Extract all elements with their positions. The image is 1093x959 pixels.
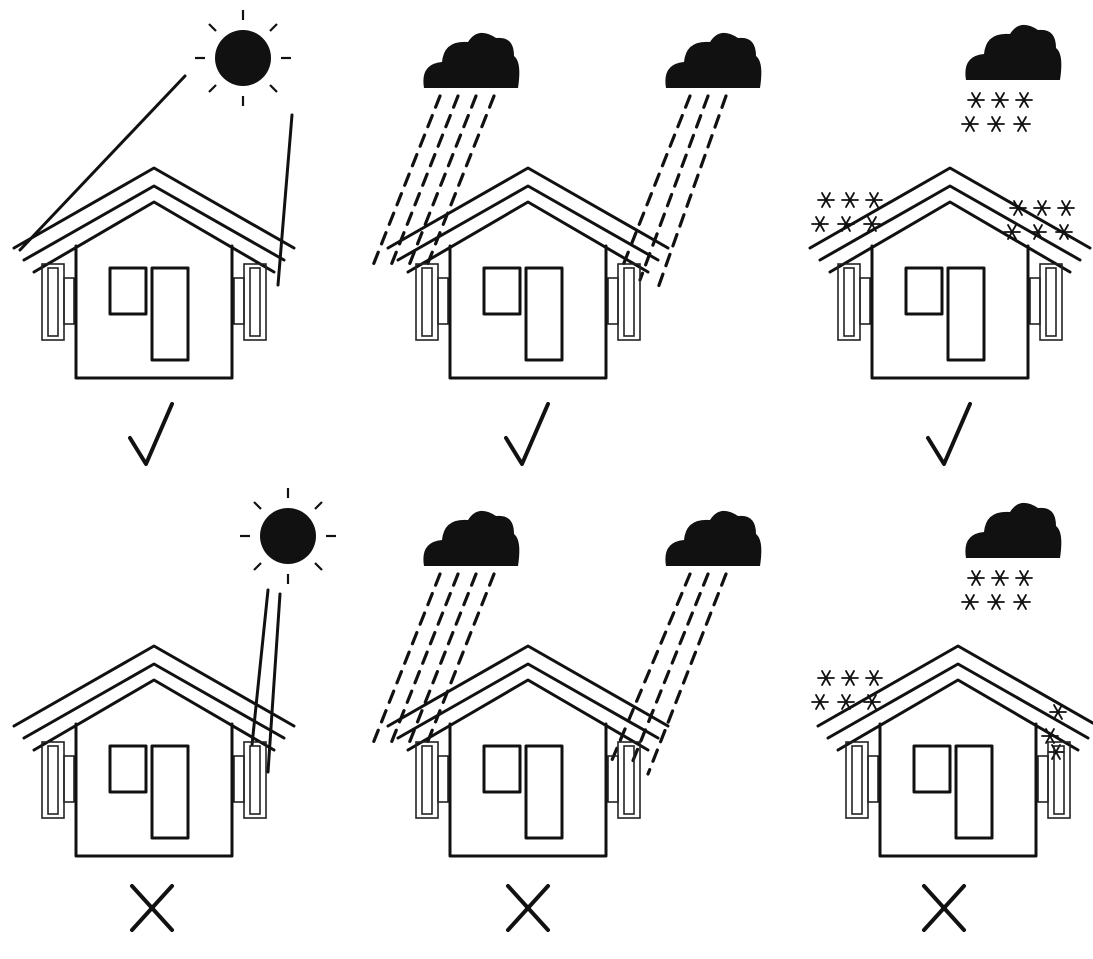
rain-icon <box>370 572 728 776</box>
check-mark-icon <box>504 402 550 466</box>
snowflake-icon <box>962 93 1032 131</box>
panel-snow-exposed <box>812 502 1093 932</box>
snowflake-icon <box>962 571 1032 609</box>
rain-icon <box>370 94 728 290</box>
house-icon <box>386 166 670 380</box>
sun-icon <box>238 486 338 586</box>
check-mark-icon <box>926 402 972 466</box>
sun-ray-line <box>266 592 282 774</box>
cross-mark-icon <box>130 884 174 932</box>
panel-rain-exposed <box>370 510 762 932</box>
panel-sun-shaded <box>12 8 296 466</box>
cloud-icon <box>665 510 762 566</box>
house-icon <box>386 644 670 858</box>
panel-rain-shaded <box>370 32 762 466</box>
snowflake-icon <box>812 671 882 709</box>
sun-icon <box>193 8 293 108</box>
check-mark-icon <box>128 402 174 466</box>
sun-ray-line-left <box>18 74 187 252</box>
cross-mark-icon <box>506 884 550 932</box>
cloud-icon <box>423 510 520 566</box>
panel-sun-exposed <box>12 486 338 932</box>
cloud-icon <box>665 32 762 88</box>
cloud-icon <box>965 502 1062 558</box>
house-icon <box>816 644 1093 858</box>
cross-mark-icon <box>922 884 966 932</box>
house-icon <box>12 166 296 380</box>
panel-snow-shaded <box>808 24 1092 466</box>
house-icon <box>12 644 296 858</box>
cloud-icon <box>423 32 520 88</box>
sun-ray-line <box>250 588 270 747</box>
cloud-icon <box>965 24 1062 80</box>
